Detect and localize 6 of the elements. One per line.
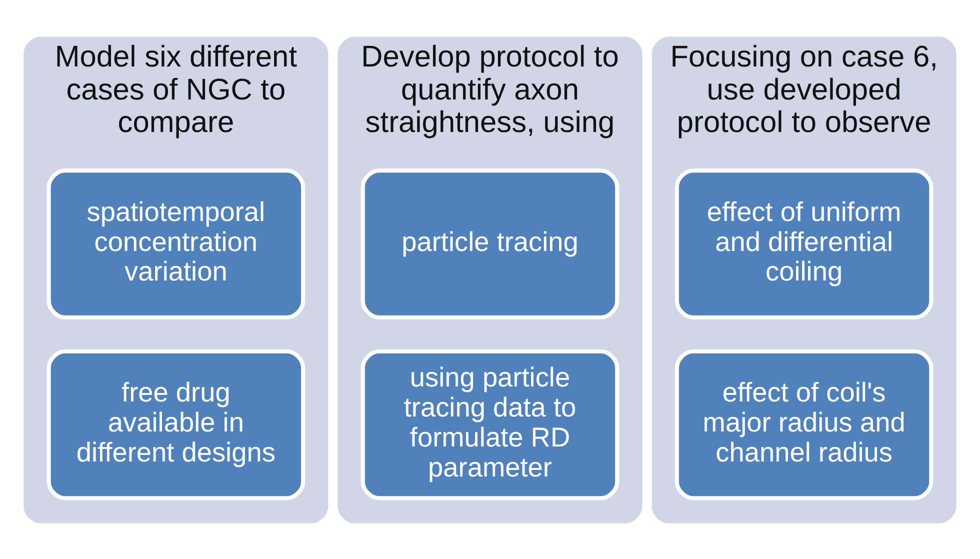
node-box: free drug available in different designs	[46, 348, 306, 500]
node-box: effect of coil's major radius and channel radius	[674, 348, 934, 500]
node-box: particle tracing	[360, 168, 620, 319]
node-box: spatiotemporal concentration variation	[46, 168, 306, 319]
node-box: using particle tracing data to formulate RD parameter	[360, 348, 620, 500]
node-box: effect of uniform and differential coiling	[674, 168, 934, 319]
